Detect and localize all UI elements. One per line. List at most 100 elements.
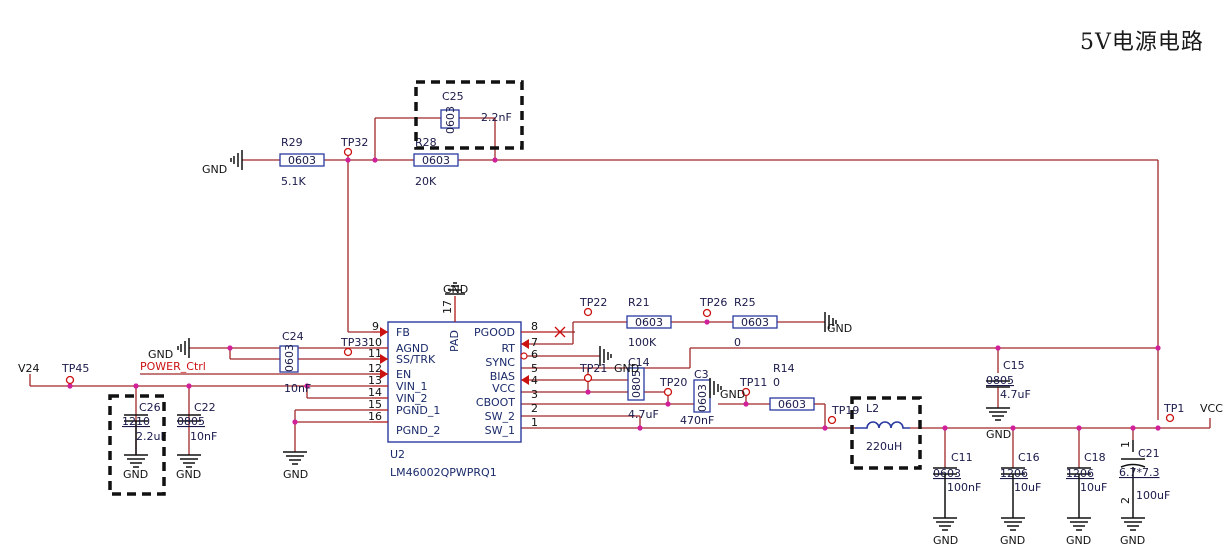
pin-num-2: 2 [531, 402, 538, 415]
gnd-symbol-c3: GND [709, 378, 745, 401]
tp26-label: TP26 [699, 296, 727, 309]
pin-name-vin-1: VIN_1 [396, 380, 428, 393]
gnd-symbol-c26: GND [123, 421, 148, 481]
pin-name-cboot: CBOOT [476, 396, 515, 409]
pin-num-16: 16 [368, 410, 382, 423]
tp20-label: TP20 [659, 376, 687, 389]
gnd-label-c15: GND [986, 428, 1011, 441]
highlight-box-c25 [414, 80, 524, 150]
capacitor-c14: 0805 C14 4.7uF [627, 356, 659, 421]
gnd-label-c22: GND [176, 468, 201, 481]
r28-ref: R28 [415, 136, 437, 149]
l2-value: 220uH [866, 440, 902, 453]
pgood-no-connect-icon [554, 326, 566, 338]
capacitor-c24: 0603 C24 10nF [279, 330, 311, 395]
tp1-label: TP1 [1163, 402, 1184, 415]
r14-package: 0603 [778, 398, 806, 411]
tp22-label: TP22 [579, 296, 607, 309]
r21-value: 100K [628, 336, 657, 349]
pin-arrow-fb [380, 327, 388, 337]
pin-name-sw-2: SW_2 [485, 410, 515, 423]
r28-value: 20K [415, 175, 437, 188]
r21-package: 0603 [635, 316, 663, 329]
tp21-label: TP21 [579, 362, 607, 375]
r28-package: 0603 [422, 154, 450, 167]
pin-num-1: 1 [531, 416, 538, 429]
tp33-circle [343, 347, 353, 357]
tp11-circle [741, 387, 751, 397]
sync-inverter-bubble [520, 352, 528, 360]
pin-num-3: 3 [531, 388, 538, 401]
capacitor-c11: C11 0603 100nF [933, 451, 981, 494]
gnd-label-agnd: GND [148, 348, 173, 361]
pin-name-en: EN [396, 368, 411, 381]
tp11-label: TP11 [739, 376, 767, 389]
c21-pin1: 1 [1119, 441, 1132, 448]
c16-ref: C16 [1018, 451, 1040, 464]
r21-ref: R21 [628, 296, 650, 309]
c16-package: 1206 [1000, 467, 1028, 480]
chip-ref: U2 [390, 448, 405, 461]
gnd-label-r29: GND [202, 163, 227, 176]
pin-arrow-ss [380, 354, 388, 364]
tp45-circle [65, 375, 75, 385]
resistor-r25: 0603 R25 0 [732, 296, 778, 349]
gnd-label-c18: GND [1066, 534, 1091, 547]
capacitor-c16: C16 1206 10uF [1000, 451, 1041, 494]
pin-name-vin-2: VIN_2 [396, 392, 428, 405]
highlight-box-l2 [850, 396, 922, 470]
c3-ref: C3 [694, 368, 709, 381]
c26-value: 2.2uF [136, 430, 167, 443]
pin-arrow-rt [521, 339, 529, 349]
gnd-symbol-c11: GND [933, 474, 958, 547]
c21-package: 6.7*7.3 [1119, 466, 1160, 479]
gnd-symbol-r25: GND [824, 312, 852, 335]
gnd-symbol-pgnd: GND [283, 451, 308, 481]
pin-name-fb: FB [396, 326, 410, 339]
c21-pin2: 2 [1119, 497, 1132, 504]
c21-value: 100uF [1136, 489, 1170, 502]
c22-package: 0805 [177, 415, 205, 428]
r25-package: 0603 [741, 316, 769, 329]
c11-ref: C11 [951, 451, 973, 464]
c3-value: 470nF [680, 414, 714, 427]
c18-value: 10uF [1080, 481, 1107, 494]
net-label-power-ctrl: POWER_Ctrl [140, 360, 206, 373]
r29-package: 0603 [288, 154, 316, 167]
resistor-r29: 0603 R29 5.1K [279, 136, 325, 188]
pin-num-8: 8 [531, 320, 538, 333]
c22-value: 10nF [190, 430, 217, 443]
gnd-label-sync: GND [614, 362, 639, 375]
r25-value: 0 [734, 336, 741, 349]
pin-arrow-en [380, 369, 388, 379]
tp19-circle [827, 415, 837, 425]
gnd-symbol-c22: GND [176, 454, 201, 481]
c11-value: 100nF [947, 481, 981, 494]
pin-num-6: 6 [531, 348, 538, 361]
pin-name-sw-1: SW_1 [485, 424, 515, 437]
pad-gnd-label: GND [443, 283, 468, 296]
gnd-label-c21: GND [1120, 534, 1145, 547]
pin-name-ss-trk: SS/TRK [396, 353, 436, 366]
c25-value: 2.2nF [481, 111, 512, 124]
capacitor-c18: C18 1206 10uF [1066, 451, 1107, 494]
c15-package: 0805 [986, 374, 1014, 387]
pin-num-5: 5 [531, 362, 538, 375]
tp20-circle [663, 387, 673, 397]
inductor-l2: L2 220uH [855, 402, 910, 453]
gnd-label-c26: GND [123, 468, 148, 481]
c25-package: 0603 [444, 106, 457, 134]
c16-value: 10uF [1014, 481, 1041, 494]
c14-package: 0805 [630, 370, 643, 398]
gnd-label-c11: GND [933, 534, 958, 547]
gnd-label-r25: GND [827, 322, 852, 335]
resistor-r21: 0603 R21 100K [626, 296, 672, 349]
gnd-symbol-r29: GND [202, 150, 243, 176]
c22-ref: C22 [194, 401, 216, 414]
c14-value: 4.7uF [628, 408, 659, 421]
c24-package: 0603 [283, 344, 296, 372]
c14-ref: C14 [628, 356, 650, 369]
c26-ref: C26 [139, 401, 161, 414]
tp33-label: TP33 [340, 336, 368, 349]
